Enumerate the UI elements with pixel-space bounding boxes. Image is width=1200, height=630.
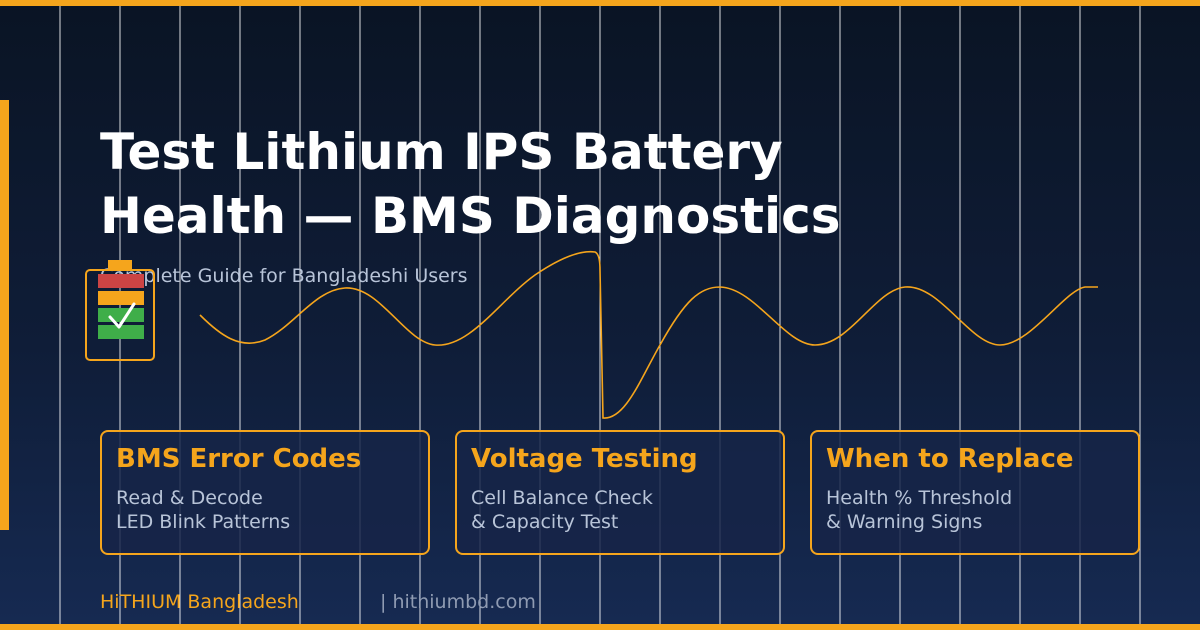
card-voltage-testing: Voltage Testing Cell Balance Check & Cap… (455, 430, 785, 555)
card-text-line-2: & Capacity Test (471, 511, 619, 533)
card-when-to-replace: When to Replace Health % Threshold & War… (810, 430, 1140, 555)
card-title: When to Replace (826, 444, 1074, 474)
card-text-line-2: LED Blink Patterns (116, 511, 291, 533)
website-link[interactable]: | hithiumbd.com (380, 591, 536, 613)
title-line-2: Health — BMS Diagnostics (100, 187, 841, 245)
card-title: BMS Error Codes (116, 444, 362, 474)
card-title: Voltage Testing (471, 444, 698, 474)
left-accent-bar (0, 100, 9, 530)
brand-name: HiTHIUM Bangladesh (100, 591, 299, 613)
card-text-line-2: & Warning Signs (826, 511, 983, 533)
bottom-accent-bar (0, 624, 1200, 630)
subtitle: Complete Guide for Bangladeshi Users (100, 265, 468, 287)
battery-check-icon (85, 260, 155, 361)
card-bms-error-codes: BMS Error Codes Read & Decode LED Blink … (100, 430, 430, 555)
card-text-line-1: Health % Threshold (826, 487, 1013, 509)
card-text-line-1: Read & Decode (116, 487, 263, 509)
card-text-line-1: Cell Balance Check (471, 487, 653, 509)
page-title: Test Lithium IPS Battery Health — BMS Di… (100, 120, 1000, 248)
title-line-1: Test Lithium IPS Battery (100, 123, 783, 181)
top-accent-bar (0, 0, 1200, 6)
